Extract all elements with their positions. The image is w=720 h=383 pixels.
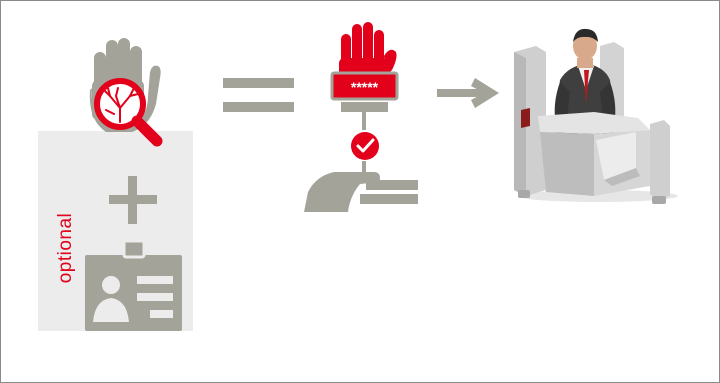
hand-pin-verification-icon: ***** [332,22,397,130]
person-at-turnstile-icon [514,29,678,204]
plus-icon [109,176,157,224]
equals-icon [223,78,294,112]
arrow-right-icon [437,78,499,108]
check-circle-icon [351,132,379,160]
hand-vein-scan-icon [90,38,161,141]
id-badge-icon [85,241,182,331]
pin-mask-text: ***** [351,79,379,95]
palm-on-reader-icon [304,172,418,212]
